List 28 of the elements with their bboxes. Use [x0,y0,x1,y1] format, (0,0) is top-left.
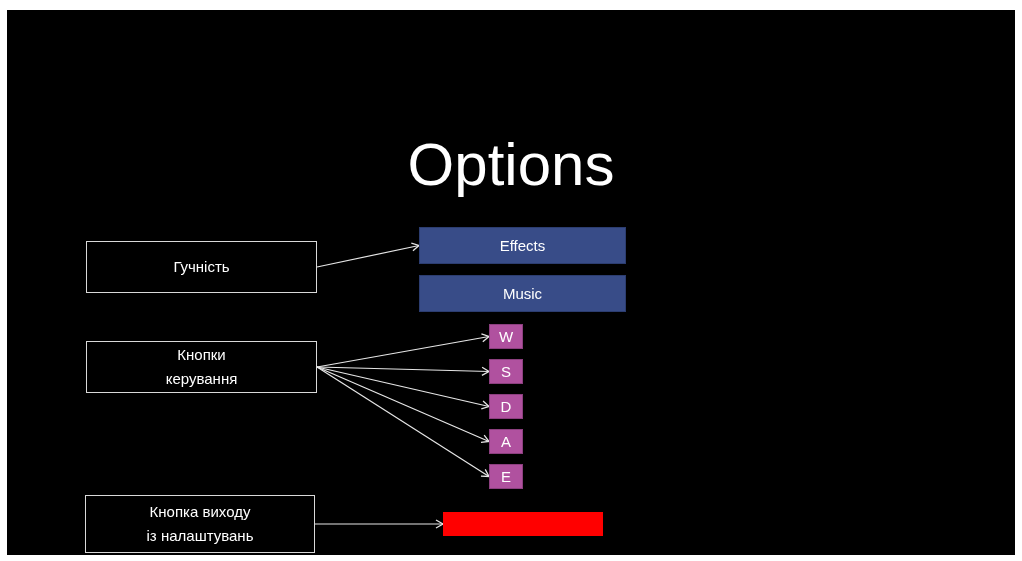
node-text: A [501,432,511,451]
node-text: Кнопка виходу із налаштувань [145,502,255,546]
option-bar [419,227,626,264]
key-box [489,359,523,384]
option-bar [419,275,626,312]
key-box [489,394,523,419]
label-box [86,241,317,293]
key-box [489,429,523,454]
node-text: Effects [499,236,546,255]
node-text: Кнопки керування [164,345,239,389]
key-box [489,324,523,349]
node-text: E [501,467,511,486]
bar [443,512,603,536]
node-text: S [501,362,511,381]
arrow [316,366,490,410]
arrow [316,242,420,268]
node-text: Гучність [173,257,230,277]
node-text: W [498,327,514,346]
arrow [314,519,444,529]
title: Options [407,130,615,200]
arrow [316,366,490,444]
key-box [489,464,523,489]
arrow [316,366,490,376]
label-box [86,341,317,393]
arrow [316,366,490,478]
label-box [85,495,315,553]
node-text: D [500,397,512,416]
node-text: Music [502,284,543,303]
